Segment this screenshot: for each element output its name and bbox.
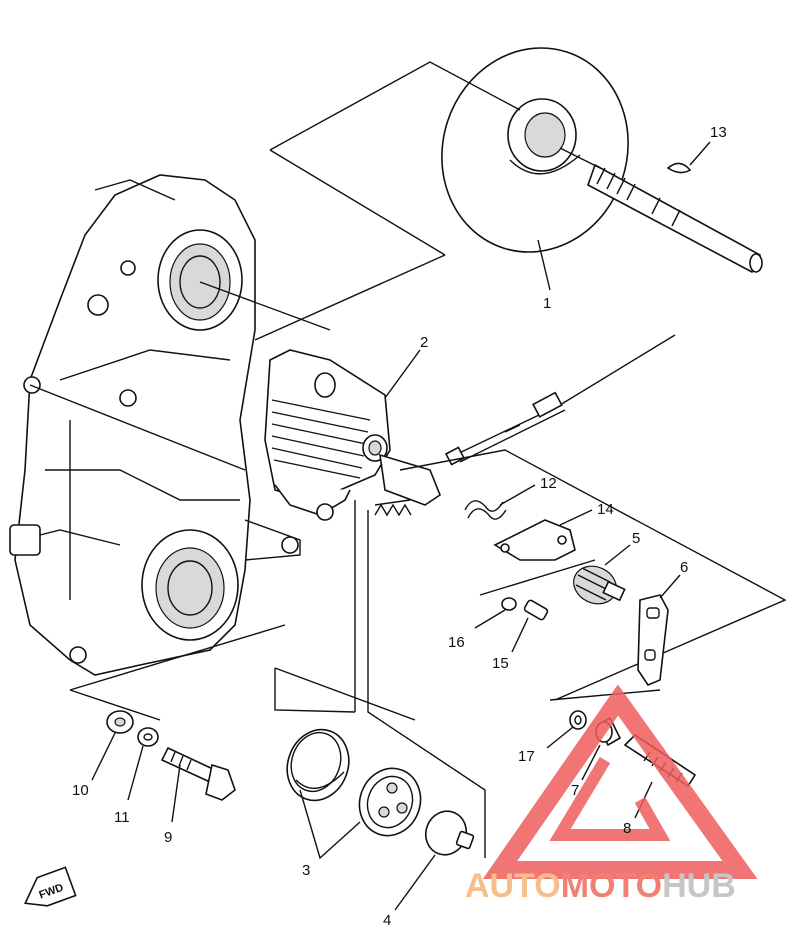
oil-pump-assembly [264, 349, 441, 521]
rubber-grommet [573, 544, 631, 605]
spring-clip [464, 484, 536, 520]
pump-return-spring [374, 499, 412, 517]
drive-pulley-disc [441, 47, 629, 253]
cable-bracket [493, 509, 593, 561]
label-part-4: 4 [383, 912, 391, 929]
watermark-triangle-inner [549, 756, 671, 841]
screw-15 [511, 599, 549, 653]
bolt-9 [160, 746, 236, 823]
label-part-8: 8 [623, 820, 631, 837]
washer-17 [546, 710, 587, 749]
drive-shaft [559, 147, 763, 274]
woodruff-key [666, 141, 711, 174]
label-part-11: 11 [114, 809, 130, 826]
pump-control-cable [444, 334, 676, 466]
label-part-16: 16 [448, 634, 465, 651]
label-part-14: 14 [597, 501, 614, 518]
label-part-7: 7 [571, 782, 579, 799]
label-part-6: 6 [680, 559, 688, 576]
automotohub-watermark: AUTOMOTOHUB [465, 684, 758, 905]
label-part-12: 12 [540, 475, 557, 492]
washer-11 [127, 727, 159, 801]
part-labels: 1 2 3 4 5 6 7 8 9 10 11 12 13 14 15 16 1… [72, 124, 727, 929]
adjuster-plate [637, 574, 681, 686]
crankcase-cover [9, 174, 301, 676]
label-part-15: 15 [492, 655, 509, 672]
watermark-hub: HUB [662, 867, 736, 905]
label-part-1: 1 [543, 295, 551, 312]
label-part-10: 10 [72, 782, 89, 799]
watermark-triangle-logo [482, 684, 758, 879]
washer-10 [91, 710, 134, 781]
svg-text:AUTOMOTOHUB: AUTOMOTOHUB [465, 867, 736, 905]
label-part-13: 13 [710, 124, 727, 141]
strainer-cap [286, 728, 350, 802]
strainer-filter [358, 767, 422, 837]
label-part-9: 9 [164, 829, 172, 846]
label-part-3: 3 [302, 862, 310, 879]
label-part-5: 5 [632, 530, 640, 547]
label-part-17: 17 [518, 748, 535, 765]
watermark-auto: AUTO [465, 867, 561, 905]
label-part-2: 2 [420, 334, 428, 351]
fwd-direction-badge: FWD [24, 866, 77, 907]
washer-16 [474, 597, 517, 629]
strainer-plug [394, 810, 475, 911]
watermark-moto: MOTO [561, 867, 662, 905]
